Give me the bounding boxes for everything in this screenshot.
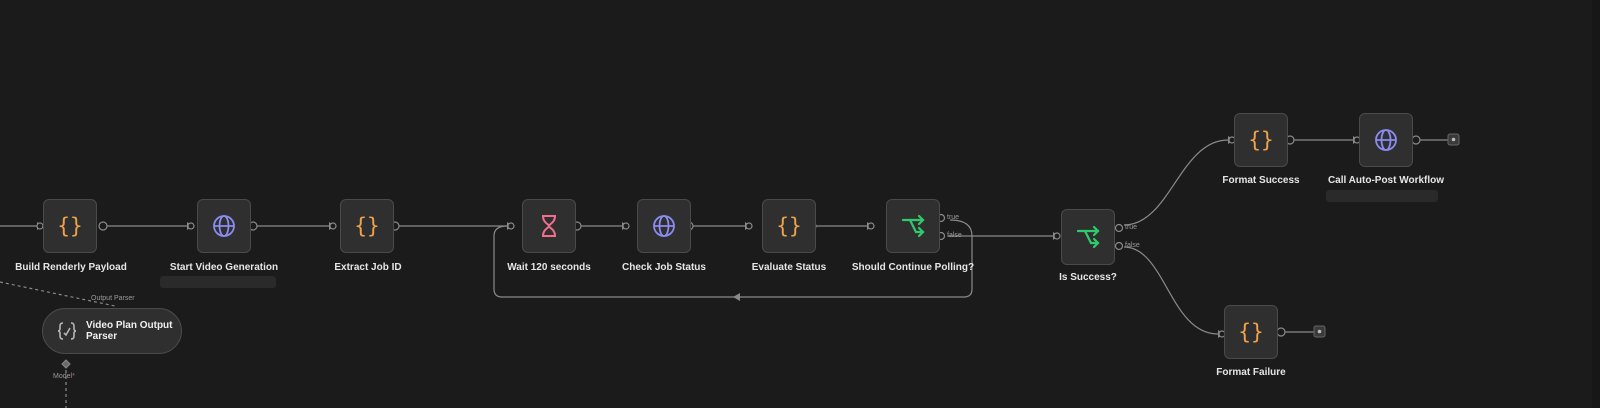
- globe-icon: [1375, 129, 1397, 151]
- node-label: Is Success?: [1059, 272, 1117, 283]
- port: [1053, 232, 1061, 240]
- parser-title: Video Plan Output Parser: [86, 320, 173, 342]
- node-label: Extract Job ID: [334, 262, 402, 273]
- node-label: Evaluate Status: [751, 262, 827, 273]
- code-braces-icon: {}: [776, 214, 801, 238]
- port-label-true: true: [947, 214, 960, 221]
- add-dot: [1317, 329, 1322, 334]
- node-label: Check Job Status: [622, 262, 706, 273]
- port-label-false: false: [947, 232, 962, 239]
- svg-text:{}: {}: [1248, 128, 1273, 152]
- node-label: Build Renderly Payload: [15, 262, 127, 273]
- port: [745, 222, 753, 230]
- add-node-stub: [1447, 133, 1460, 146]
- node-format-success[interactable]: {}: [1234, 113, 1288, 167]
- node-label: Wait 120 seconds: [507, 262, 591, 273]
- node-video-plan-output-parser[interactable]: Video Plan Output Parser: [42, 308, 182, 354]
- port-label-false: false: [1125, 242, 1140, 249]
- arrow-head: [329, 222, 335, 230]
- branch-icon: [901, 214, 925, 238]
- node-subtitle-blurred: [160, 276, 276, 288]
- node-label: Format Failure: [1216, 367, 1286, 378]
- node-label: Call Auto-Post Workflow: [1327, 175, 1445, 186]
- hourglass-icon: [542, 215, 556, 237]
- port-false: [1114, 241, 1124, 251]
- globe-icon: [653, 215, 675, 237]
- canvas-right-edge: [1592, 0, 1600, 408]
- add-dot: [1451, 137, 1456, 142]
- branch-icon: [1076, 225, 1100, 249]
- port: [1411, 135, 1421, 145]
- arrow-head: [187, 222, 193, 230]
- port: [1276, 327, 1286, 337]
- code-braces-icon: {}: [57, 214, 82, 238]
- port-true: [1114, 223, 1124, 233]
- parser-input-label: Output Parser: [91, 295, 135, 302]
- node-start-video-generation[interactable]: [197, 199, 251, 253]
- port: [622, 222, 630, 230]
- port-label-true: true: [1125, 224, 1138, 231]
- edge-issuccess-false-formatfailure: [1123, 246, 1219, 335]
- svg-text:{}: {}: [776, 214, 801, 238]
- model-label-text: Model: [53, 373, 73, 380]
- required-marker: *: [72, 373, 75, 380]
- globe-icon: [213, 215, 235, 237]
- arrow-head: [867, 222, 873, 230]
- node-check-job-status[interactable]: [637, 199, 691, 253]
- node-build-renderly-payload[interactable]: {}: [43, 199, 97, 253]
- svg-text:{}: {}: [1238, 320, 1263, 344]
- node-label: Start Video Generation: [169, 262, 279, 273]
- edge-parser-top-dashed: [0, 281, 116, 307]
- node-format-failure[interactable]: {}: [1224, 305, 1278, 359]
- port: [867, 222, 875, 230]
- node-evaluate-status[interactable]: {}: [762, 199, 816, 253]
- node-subtitle-blurred: [1326, 190, 1438, 202]
- svg-text:{}: {}: [57, 214, 82, 238]
- node-wait-120-seconds[interactable]: [522, 199, 576, 253]
- port: [507, 222, 515, 230]
- svg-text:{}: {}: [354, 214, 379, 238]
- port: [98, 221, 108, 231]
- node-should-continue-polling[interactable]: [886, 199, 940, 253]
- code-braces-icon: {}: [1238, 320, 1263, 344]
- node-is-success[interactable]: [1061, 209, 1115, 265]
- node-label: Format Success: [1222, 175, 1300, 186]
- port: [187, 222, 195, 230]
- code-braces-icon: {}: [1248, 128, 1273, 152]
- port: [329, 222, 337, 230]
- node-extract-job-id[interactable]: {}: [340, 199, 394, 253]
- arrow-head: [745, 222, 751, 230]
- add-node-stub: [1313, 325, 1326, 338]
- output-parser-icon: [57, 322, 77, 340]
- node-label: Should Continue Polling?: [851, 262, 975, 273]
- parser-port-bottom: [61, 359, 71, 369]
- arrow-head: [733, 293, 740, 301]
- arrow-head: [1053, 232, 1059, 240]
- arrow-head: [507, 222, 513, 230]
- parser-model-label: Model*: [53, 373, 75, 380]
- arrow-head: [622, 222, 628, 230]
- node-call-auto-post-workflow[interactable]: [1359, 113, 1413, 167]
- code-braces-icon: {}: [354, 214, 379, 238]
